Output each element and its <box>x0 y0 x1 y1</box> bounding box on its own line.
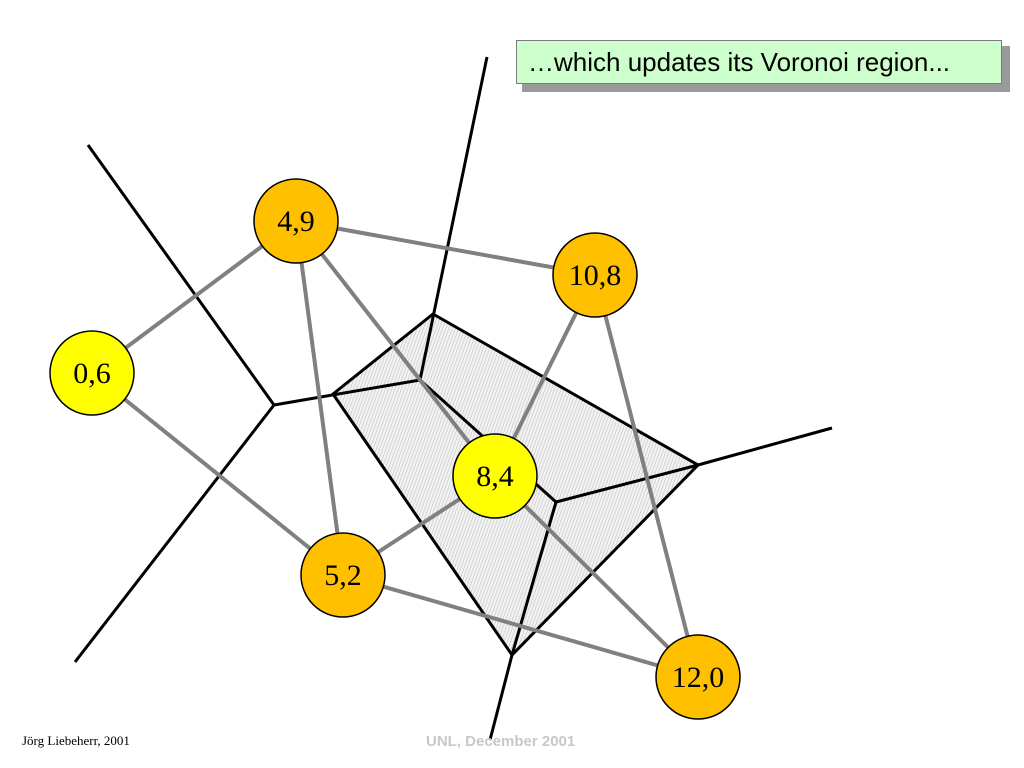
node-label: 5,2 <box>324 559 362 592</box>
node-circle <box>552 232 638 318</box>
node-label: 4,9 <box>277 205 315 238</box>
voronoi-edge <box>488 654 514 741</box>
callout-box: …which updates its Voronoi region... <box>516 40 1002 84</box>
nodes: 0,6 4,9 10,8 8,4 5,2 12,0 <box>49 178 741 720</box>
footer-venue: UNL, December 2001 <box>426 733 576 750</box>
node-circle <box>655 634 741 720</box>
node-8-4: 8,4 <box>452 433 538 519</box>
voronoi-edge <box>273 378 421 407</box>
voronoi-edge <box>86 144 276 406</box>
voronoi-edge <box>697 426 833 467</box>
node-circle <box>300 532 386 618</box>
node-label: 10,8 <box>569 259 622 292</box>
delaunay-edge-n-8-4-n-12-0 <box>493 474 700 679</box>
node-4-9: 4,9 <box>253 178 339 264</box>
delaunay-edge-n-10-8-n-12-0 <box>593 274 700 678</box>
voronoi-edge <box>73 404 276 663</box>
voronoi-edge <box>418 56 489 381</box>
voronoi-edge <box>555 463 699 504</box>
node-label: 8,4 <box>476 460 514 493</box>
delaunay-edge-n-0-6-n-5-2 <box>90 371 345 577</box>
delaunay-edge-n-4-9-n-8-4 <box>294 219 497 478</box>
node-label: 0,6 <box>73 357 111 390</box>
footer-author: Jörg Liebeherr, 2001 <box>22 733 130 748</box>
delaunay-edge-n-4-9-n-10-8 <box>295 219 596 277</box>
node-circle <box>49 330 135 416</box>
delaunay-edge-n-4-9-n-5-2 <box>294 220 345 576</box>
node-10-8: 10,8 <box>552 232 638 318</box>
delaunay-edge-n-5-2-n-12-0 <box>342 573 699 679</box>
node-circle <box>452 433 538 519</box>
node-5-2: 5,2 <box>300 532 386 618</box>
node-label: 12,0 <box>672 661 725 694</box>
node-12-0: 12,0 <box>655 634 741 720</box>
node-0-6: 0,6 <box>49 330 135 416</box>
node-circle <box>253 178 339 264</box>
callout-text: …which updates its Voronoi region... <box>528 47 951 77</box>
